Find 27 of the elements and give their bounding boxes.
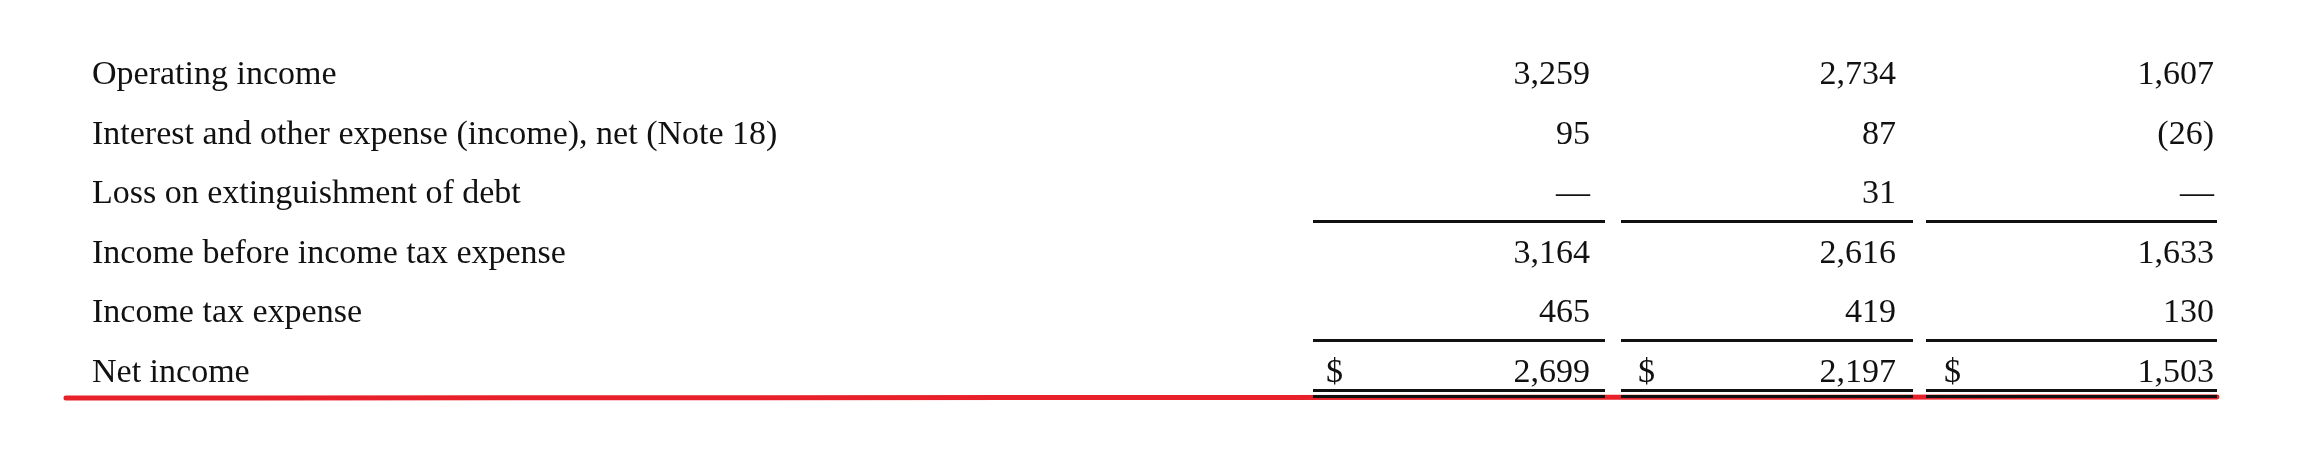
amount-value: 419 <box>1845 291 1896 331</box>
row-label: Net income <box>92 351 250 391</box>
amount-value: 2,699 <box>1513 351 1590 391</box>
currency-symbol: $ <box>1638 351 1655 391</box>
amount-value: — <box>2180 172 2214 212</box>
row-label: Loss on extinguishment of debt <box>92 172 521 212</box>
amount-value: 130 <box>2163 291 2214 331</box>
currency-symbol: $ <box>1326 351 1343 391</box>
amount-value: 1,633 <box>2137 232 2214 272</box>
row-label: Income before income tax expense <box>92 232 566 272</box>
amount-value: 2,734 <box>1819 53 1896 93</box>
amount-value: 87 <box>1862 113 1896 153</box>
amount-value: — <box>1556 172 1590 212</box>
amount-value: 2,197 <box>1819 351 1896 391</box>
amount-value: (26) <box>2157 113 2214 153</box>
amount-value: 31 <box>1862 172 1896 212</box>
amount-value: 95 <box>1556 113 1590 153</box>
row-label: Operating income <box>92 53 337 93</box>
amount-value: 3,164 <box>1513 232 1590 272</box>
amount-value: 2,616 <box>1819 232 1896 272</box>
amount-value: 1,607 <box>2137 53 2214 93</box>
amount-value: 3,259 <box>1513 53 1590 93</box>
row-label: Income tax expense <box>92 291 362 331</box>
currency-symbol: $ <box>1944 351 1961 391</box>
amount-value: 1,503 <box>2137 351 2214 391</box>
row-label: Interest and other expense (income), net (Note 18) <box>92 113 778 153</box>
amount-value: 465 <box>1539 291 1590 331</box>
